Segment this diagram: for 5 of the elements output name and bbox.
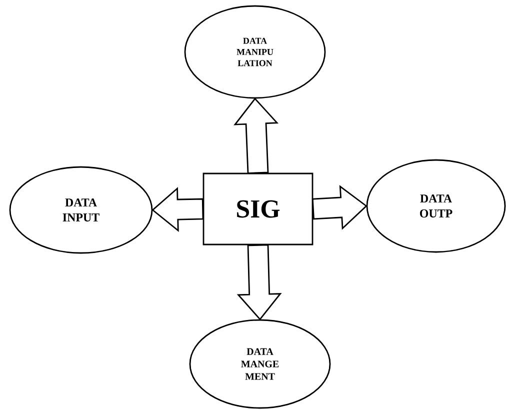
- block-arrow: [236, 244, 282, 320]
- block-arrow: [312, 184, 368, 230]
- block-arrow: [234, 98, 279, 174]
- process-box: SIG: [202, 172, 314, 246]
- block-arrow: [152, 186, 204, 232]
